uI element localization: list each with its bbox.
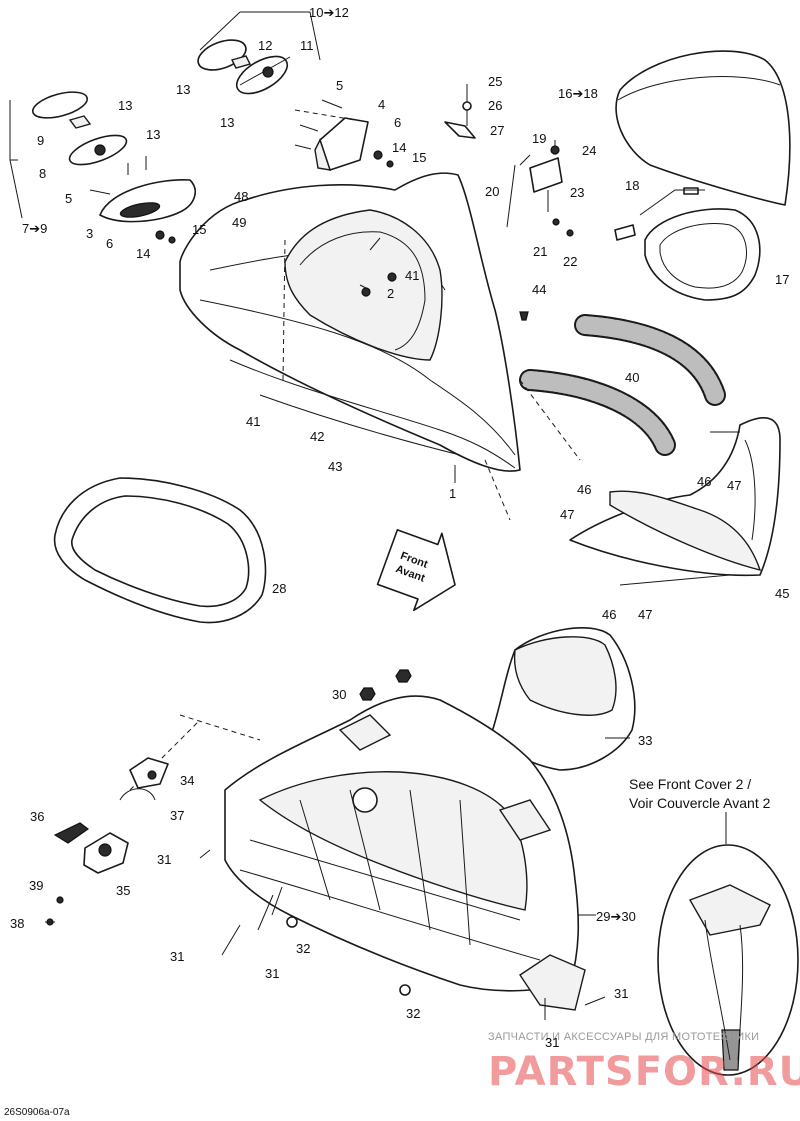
callout-28: 28: [272, 581, 286, 596]
callout-24: 24: [582, 143, 596, 158]
reference-detail-circle: See Front Cover 2 / Voir Couvercle Avant…: [629, 776, 799, 1076]
callout-labels: 10➔12 12 11 13 13 5 4 6 14 15 13 9 13 8 …: [10, 5, 789, 1050]
callout-10-12: 10➔12: [309, 5, 349, 20]
callout-34: 34: [180, 773, 194, 788]
cover-part-4: [294, 99, 394, 171]
callout-9: 9: [37, 133, 44, 148]
callout-27: 27: [490, 123, 504, 138]
callout-14-a: 14: [392, 140, 406, 155]
callout-31-a: 31: [157, 852, 171, 867]
callout-39: 39: [29, 878, 43, 893]
callout-11: 11: [300, 38, 314, 53]
watermark: ЗАПЧАСТИ И АКСЕССУАРЫ ДЛЯ МОТОТЕХНИКИ PA…: [488, 1031, 800, 1095]
callout-1: 1: [449, 486, 456, 501]
callout-4: 4: [378, 97, 385, 112]
callout-41-b: 41: [246, 414, 260, 429]
callout-48: 48: [234, 189, 248, 204]
windshield-part-16-18: [615, 50, 791, 206]
callout-12: 12: [258, 38, 272, 53]
callout-40: 40: [625, 370, 639, 385]
fasteners-part-31-32: [199, 849, 606, 1020]
frame-part-17: [644, 208, 761, 301]
callout-22: 22: [563, 254, 577, 269]
assembly-guides: [282, 109, 581, 521]
latch-assembly-34-39: [45, 714, 261, 926]
callout-23: 23: [570, 185, 584, 200]
front-hood-part-1: [179, 172, 521, 483]
mirror-assembly-7-9: [9, 91, 128, 219]
callout-38: 38: [10, 916, 24, 931]
callout-3: 3: [86, 226, 93, 241]
callout-15-b: 15: [192, 222, 206, 237]
callout-31-b: 31: [170, 949, 184, 964]
cap-part-11: [235, 55, 291, 95]
callout-44: 44: [532, 282, 546, 297]
trim-part-45: [569, 416, 781, 586]
callout-32-a: 32: [296, 941, 310, 956]
callout-46-b: 46: [577, 482, 591, 497]
lens-part-12: [197, 39, 252, 71]
bracket-assembly-19-27: [444, 84, 574, 237]
callout-32-b: 32: [406, 1006, 420, 1021]
callout-13-a: 13: [176, 82, 190, 97]
callout-25: 25: [488, 74, 502, 89]
callout-2: 2: [387, 286, 394, 301]
watermark-tagline: ЗАПЧАСТИ И АКСЕССУАРЫ ДЛЯ МОТОТЕХНИКИ: [488, 1031, 759, 1043]
callout-47-b: 47: [560, 507, 574, 522]
callout-14-b: 14: [136, 246, 150, 261]
callout-19: 19: [532, 131, 546, 146]
callout-6-b: 6: [106, 236, 113, 251]
nuts-part-30: [359, 669, 412, 701]
seal-part-28: [53, 477, 267, 624]
bracket-10-12: [199, 11, 321, 61]
callout-13-c: 13: [118, 98, 132, 113]
screws-5-6: [89, 156, 176, 244]
callout-42: 42: [310, 429, 324, 444]
callout-16-18: 16➔18: [558, 86, 598, 101]
callout-43: 43: [328, 459, 342, 474]
callout-26: 26: [488, 98, 502, 113]
watermark-logo: PARTSFOR.RU: [488, 1049, 800, 1095]
callout-29-30: 29➔30: [596, 909, 636, 924]
callout-15-a: 15: [412, 150, 426, 165]
callout-37: 37: [170, 808, 184, 823]
callout-6-a: 6: [394, 115, 401, 130]
see-also-line1: See Front Cover 2 /: [629, 776, 751, 792]
callout-41-a: 41: [405, 268, 419, 283]
callout-31-e: 31: [545, 1035, 559, 1050]
callout-46-c: 46: [602, 607, 616, 622]
callout-13-d: 13: [146, 127, 160, 142]
callout-35: 35: [116, 883, 130, 898]
grommet-part-44: [519, 311, 529, 321]
callout-18: 18: [625, 178, 639, 193]
hose-part-40: [519, 314, 726, 456]
callout-45: 45: [775, 586, 789, 601]
front-frame-part-29-30: [224, 695, 596, 1011]
cover-part-3: [99, 179, 196, 223]
callout-49: 49: [232, 215, 246, 230]
callout-20: 20: [485, 184, 499, 199]
callout-33: 33: [638, 733, 652, 748]
callout-7-9: 7➔9: [22, 221, 47, 236]
diagram-reference-id: 26S0906a-07a: [4, 1107, 70, 1118]
callout-21: 21: [533, 244, 547, 259]
front-direction-arrow: Front Avant: [376, 529, 456, 612]
clip-part-18: [614, 187, 705, 241]
callout-17: 17: [775, 272, 789, 287]
callout-30: 30: [332, 687, 346, 702]
callout-31-d: 31: [614, 986, 628, 1001]
callout-36: 36: [30, 809, 44, 824]
callout-46-a: 46: [697, 474, 711, 489]
see-also-line2: Voir Couvercle Avant 2: [629, 795, 771, 811]
callout-5-b: 5: [65, 191, 72, 206]
callout-47-a: 47: [727, 478, 741, 493]
callout-47-c: 47: [638, 607, 652, 622]
callout-13-b: 13: [220, 115, 234, 130]
callout-5-a: 5: [336, 78, 343, 93]
callout-31-c: 31: [265, 966, 279, 981]
callout-8: 8: [39, 166, 46, 181]
storage-bin-part-33: [489, 627, 636, 771]
